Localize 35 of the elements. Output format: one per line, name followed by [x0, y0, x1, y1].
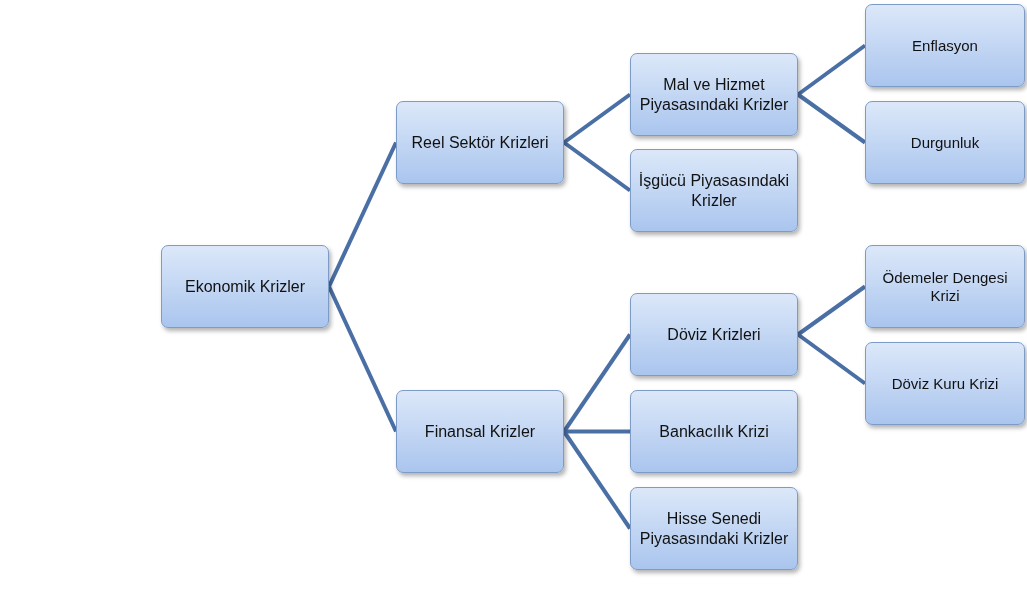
box-label: Durgunluk — [910, 133, 980, 152]
connector-line — [562, 430, 632, 530]
category-box — [865, 4, 1025, 87]
box-label: İşgücü Piyasasındaki Krizler — [637, 171, 791, 210]
category-box — [865, 245, 1025, 328]
box-label: Ekonomik Krizler — [185, 276, 305, 297]
connector-line — [564, 429, 630, 434]
category-box — [630, 53, 798, 136]
box-label: Mal ve Hizmet Piyasasındaki Krizler — [638, 75, 790, 114]
box-label: Reel Sektör Krizleri — [411, 132, 549, 153]
connector-line — [327, 141, 398, 288]
box-label: Döviz Kuru Krizi — [891, 374, 999, 393]
category-box — [396, 390, 564, 473]
category-box — [630, 390, 798, 473]
category-box — [630, 487, 798, 570]
box-label: Finansal Krizler — [424, 421, 536, 442]
box-label: Bankacılık Krizi — [659, 421, 769, 442]
box-label: Döviz Krizleri — [667, 324, 761, 345]
connector-line — [562, 140, 632, 193]
category-box — [865, 342, 1025, 425]
connector-line — [562, 92, 632, 145]
connector-line — [796, 332, 867, 386]
category-box — [630, 293, 798, 376]
category-box — [630, 149, 798, 232]
connector-line — [796, 43, 867, 97]
category-box — [161, 245, 329, 328]
box-label: Enflasyon — [912, 36, 978, 55]
connector-line — [796, 92, 867, 145]
connector-line — [562, 333, 632, 433]
connector-line — [327, 285, 398, 433]
box-label: Hisse Senedi Piyasasındaki Krizler — [638, 509, 790, 548]
connector-line — [796, 284, 867, 337]
box-label: Ödemeler Dengesi Krizi — [881, 268, 1009, 305]
category-box — [865, 101, 1025, 184]
category-box — [396, 101, 564, 184]
